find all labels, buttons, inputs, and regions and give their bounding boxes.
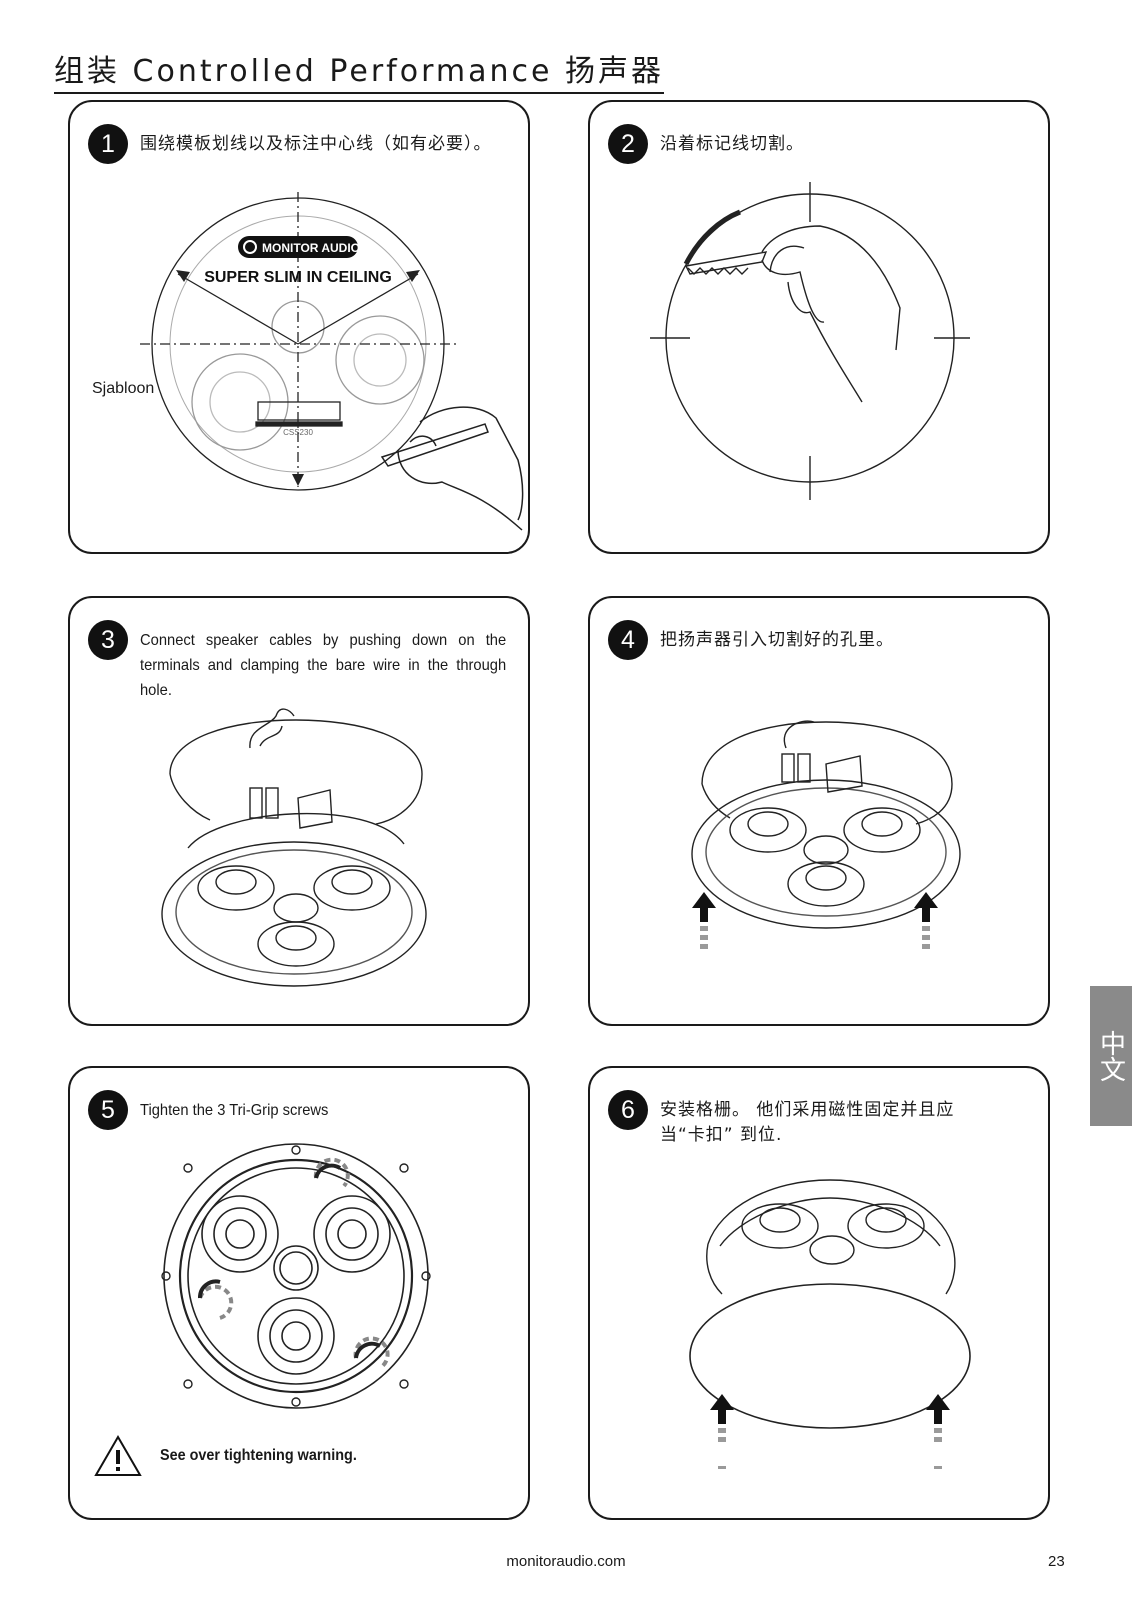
product-name: SUPER SLIM IN CEILING	[204, 269, 392, 286]
step-2-text: 沿着标记线切割。	[660, 134, 804, 154]
language-tab: 中文	[1090, 986, 1132, 1126]
step-5-badge: 5	[88, 1090, 128, 1130]
warning-text: See over tightening warning.	[160, 1447, 357, 1464]
model-label: CSS230	[283, 428, 313, 437]
warning-note: See over tightening warning.	[94, 1434, 379, 1478]
step-1-badge: 1	[88, 124, 128, 164]
step-4-text: 把扬声器引入切割好的孔里。	[660, 630, 894, 650]
brand-name: MONITOR AUDIO	[262, 241, 360, 255]
screw-rotation-icon	[198, 1157, 390, 1370]
footer-url: monitoraudio.com	[506, 1553, 626, 1570]
speaker-insert-illustration	[691, 720, 961, 949]
template-illustration: MONITOR AUDIO SUPER SLIM IN CEILING CSS2…	[140, 192, 524, 531]
grille-arrow-left-icon	[710, 1394, 734, 1469]
grille	[689, 1283, 971, 1429]
brand-badge	[238, 236, 358, 258]
step-1-text: 围绕模板划线以及标注中心线（如有必要）。	[140, 134, 492, 154]
step-3-text: Connect speaker cables by pushing down o…	[140, 632, 507, 699]
warning-triangle-icon	[94, 1435, 142, 1476]
page-title: 组装 Controlled Performance 扬声器	[54, 46, 664, 94]
step-2-badge: 2	[608, 124, 648, 164]
step-3-panel: 3 Connect speaker cables by pushing down…	[68, 596, 530, 1026]
speaker-connection-illustration	[161, 708, 427, 987]
tri-grip-illustration	[161, 1143, 431, 1409]
step-4-badge: 4	[608, 620, 648, 660]
step-6-panel: 6 安装格栅。 他们采用磁性固定并且应当“卡扣” 到位.	[588, 1066, 1050, 1520]
step-5-text: Tighten the 3 Tri-Grip screws	[140, 1102, 329, 1119]
cutting-illustration	[650, 182, 970, 500]
step-2-panel: 2 沿着标记线切割。	[588, 100, 1050, 554]
insert-arrow-left-icon	[692, 892, 716, 949]
template-label: Sjabloon	[92, 380, 155, 397]
grille-arrow-right-icon	[926, 1394, 950, 1469]
step-6-badge: 6	[608, 1090, 648, 1130]
step-1-panel: 1 围绕模板划线以及标注中心线（如有必要）。 MONITOR AUDIO SUP…	[68, 100, 530, 554]
insert-arrow-right-icon	[914, 892, 938, 949]
step-3-badge: 3	[88, 620, 128, 660]
step-5-panel: 5 Tighten the 3 Tri-Grip screws	[68, 1066, 530, 1520]
step-6-text: 安装格栅。 他们采用磁性固定并且应当“卡扣” 到位.	[660, 1100, 955, 1145]
grille-fitting-illustration	[689, 1179, 971, 1469]
step-4-panel: 4 把扬声器引入切割好的孔里。	[588, 596, 1050, 1026]
page-number: 23	[1048, 1553, 1065, 1570]
